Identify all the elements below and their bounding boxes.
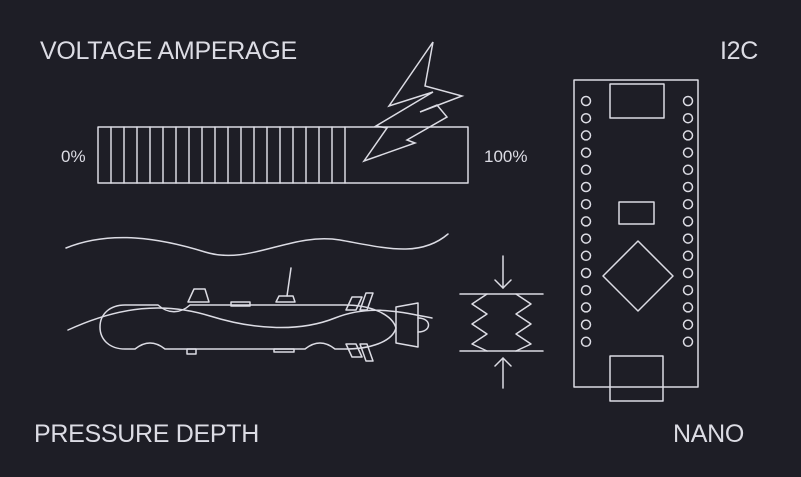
pin-hole [682, 216, 694, 227]
conning-tower-left [187, 288, 210, 303]
submarine-icon [65, 233, 449, 362]
pin-hole [682, 267, 694, 279]
small-chip [618, 201, 655, 225]
pin-hole [682, 112, 694, 124]
arrow-top-head [494, 279, 512, 289]
pin-hole [580, 233, 592, 244]
pin-hole [682, 181, 694, 193]
pin-hole [580, 284, 592, 296]
voltage-gauge [97, 126, 469, 184]
voltage-amperage-label: VOLTAGE AMPERAGE [40, 37, 297, 65]
underwater-current [67, 307, 433, 331]
pin-hole [580, 267, 592, 279]
stern-fin-bottom-1 [345, 343, 363, 358]
arrow-bottom-head [494, 357, 512, 367]
pin-hole [682, 95, 694, 107]
propeller-hub [417, 317, 430, 333]
gauge-min-label: 0% [61, 147, 86, 166]
reset-button [609, 355, 664, 402]
pin-hole [682, 250, 694, 262]
propeller [395, 302, 419, 348]
pin-hole [580, 164, 592, 176]
pin-hole [580, 336, 592, 348]
pin-hole [580, 130, 592, 141]
stern-fin-bottom-2 [359, 343, 374, 362]
gauge-max-label: 100% [484, 147, 528, 166]
surface-wave [65, 233, 449, 257]
keel-part-1 [186, 348, 197, 355]
pin-hole [682, 302, 694, 313]
arduino-nano-board-icon [573, 79, 699, 402]
pin-hole [580, 319, 592, 330]
conning-tower-right [275, 295, 296, 303]
gauge-fill-ticks [110, 126, 346, 184]
periscope [286, 267, 292, 297]
stern-fin-top-2 [359, 292, 374, 311]
spring-right [515, 293, 532, 352]
pin-hole [580, 147, 592, 158]
gauge-frame [97, 126, 469, 184]
pin-hole [580, 181, 592, 193]
stern-fin-top-1 [345, 296, 363, 311]
pin-hole [682, 147, 694, 158]
pin-hole [682, 319, 694, 330]
hull [99, 304, 397, 350]
pin-row-right [682, 95, 694, 348]
pin-hole [580, 112, 592, 124]
pressure-spring-icon [459, 255, 544, 389]
pin-hole [682, 198, 694, 210]
pin-hole [580, 95, 592, 107]
pressure-depth-label: PRESSURE DEPTH [34, 420, 260, 448]
spring-left [471, 293, 488, 352]
board-outline [573, 79, 699, 388]
i2c-label: I2C [720, 37, 759, 65]
pin-hole [580, 250, 592, 262]
pin-hole [580, 216, 592, 227]
microcontroller-chip [602, 240, 674, 312]
hatch [230, 301, 251, 307]
pin-hole [682, 130, 694, 141]
pin-hole [580, 198, 592, 210]
pin-hole [682, 284, 694, 296]
pin-hole [682, 164, 694, 176]
pin-hole [682, 233, 694, 244]
pin-hole [682, 336, 694, 348]
pin-row-left [580, 95, 592, 348]
usb-connector [609, 83, 665, 119]
keel-part-2 [273, 348, 295, 353]
pin-hole [580, 302, 592, 313]
nano-label: NANO [673, 420, 745, 448]
lightning-bolt-icon [362, 41, 465, 163]
